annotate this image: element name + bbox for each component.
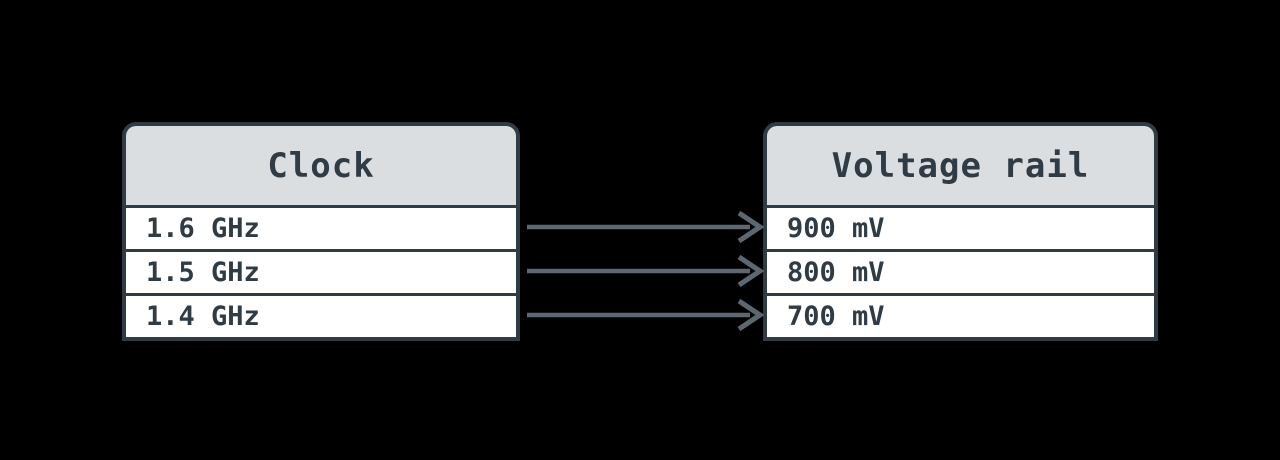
arrow-1-4ghz-to-700mv bbox=[527, 298, 765, 332]
voltage-rail-table-header: Voltage rail bbox=[767, 126, 1154, 205]
clock-row-2: 1.5 GHz bbox=[126, 252, 516, 293]
voltage-rail-row-2: 800 mV bbox=[767, 252, 1154, 293]
clock-table: Clock 1.6 GHz 1.5 GHz 1.4 GHz bbox=[122, 122, 520, 341]
arrowhead-icon bbox=[737, 210, 765, 244]
voltage-rail-row-3: 700 mV bbox=[767, 296, 1154, 337]
mapping-arrows bbox=[527, 210, 765, 332]
clock-row-1: 1.6 GHz bbox=[126, 208, 516, 249]
voltage-rail-row-1: 900 mV bbox=[767, 208, 1154, 249]
arrow-1-5ghz-to-800mv bbox=[527, 254, 765, 288]
arrowhead-icon bbox=[737, 254, 765, 288]
arrow-1-6ghz-to-900mv bbox=[527, 210, 765, 244]
arrowhead-icon bbox=[737, 298, 765, 332]
clock-row-3: 1.4 GHz bbox=[126, 296, 516, 337]
voltage-rail-table: Voltage rail 900 mV 800 mV 700 mV bbox=[763, 122, 1158, 341]
clock-table-header: Clock bbox=[126, 126, 516, 205]
